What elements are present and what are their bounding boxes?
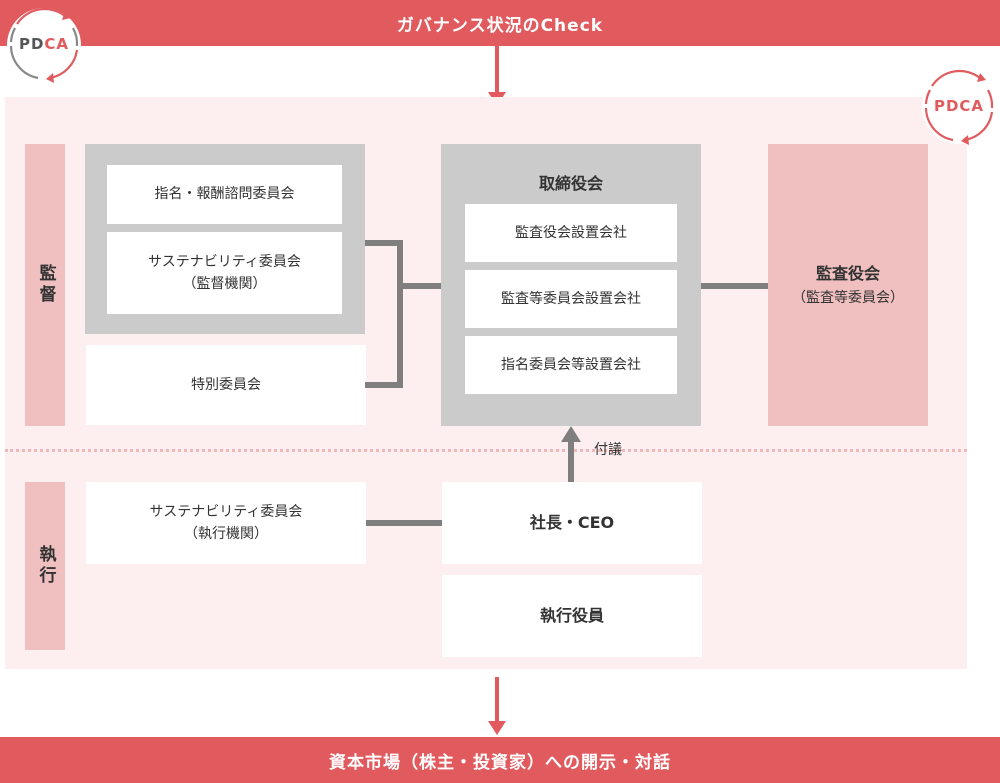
connector-board-audit xyxy=(701,283,768,289)
bottom-banner-text: 資本市場（株主・投資家）への開示・対話 xyxy=(329,752,671,773)
pdca-cycle-icon-left: PDCA xyxy=(5,6,83,84)
board-title: 取締役会 xyxy=(538,174,603,193)
down-arrow-bottom xyxy=(488,677,506,737)
supervision-label: 監督 xyxy=(25,144,65,426)
top-banner-text: ガバナンス状況のCheck xyxy=(396,15,604,36)
connector-committees xyxy=(365,240,403,246)
up-arrow-proposal xyxy=(561,426,581,484)
president-ceo: 社長・CEO xyxy=(442,482,702,564)
connector-special xyxy=(365,382,403,388)
special-committee: 特別委員会 xyxy=(86,345,366,425)
bottom-banner: 資本市場（株主・投資家）への開示・対話 xyxy=(0,737,1000,783)
pdca-text-left: PDCA xyxy=(18,35,70,53)
connector-committee-ceo xyxy=(366,520,442,526)
connector-bracket-vertical xyxy=(397,240,403,388)
execution-label: 執行 xyxy=(25,482,65,650)
connector-to-board xyxy=(403,283,441,289)
pdca-text-right: PDCA xyxy=(933,97,985,115)
nomination-compensation-committee: 指名・報酬諮問委員会 xyxy=(107,165,342,224)
sustainability-committee-executive: サステナビリティ委員会 （執行機関） xyxy=(86,482,366,564)
executive-officers: 執行役員 xyxy=(442,575,702,657)
supervision-execution-divider xyxy=(5,449,967,452)
board-type-audit-supervisory: 監査等委員会設置会社 xyxy=(465,270,677,328)
pdca-cycle-icon-right: PDCA xyxy=(920,68,998,146)
top-banner: ガバナンス状況のCheck xyxy=(0,0,1000,46)
sustainability-committee-supervisory: サステナビリティ委員会 （監督機関） xyxy=(107,232,342,314)
board-type-audit: 監査役会設置会社 xyxy=(465,204,677,262)
board-type-nomination: 指名委員会等設置会社 xyxy=(465,336,677,394)
audit-board: 監査役会 （監査等委員会） xyxy=(768,144,928,426)
proposal-label: 付議 xyxy=(594,442,622,458)
